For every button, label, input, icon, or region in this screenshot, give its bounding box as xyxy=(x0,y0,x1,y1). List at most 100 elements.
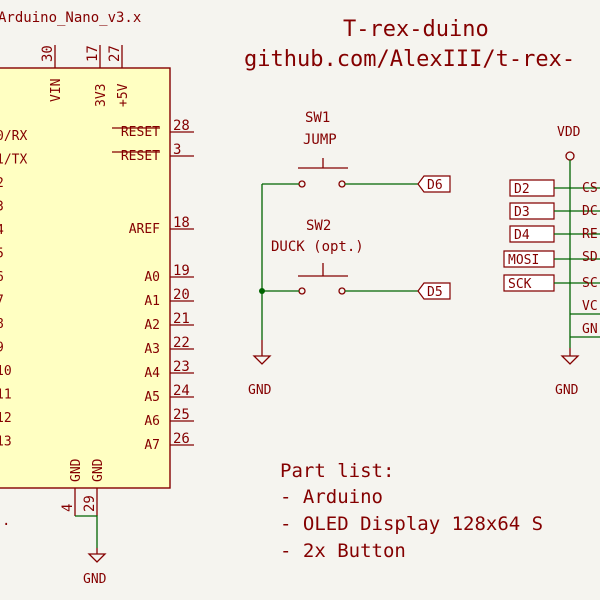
parts-heading: Part list: xyxy=(280,460,394,482)
right-pin-number: 23 xyxy=(173,359,190,375)
right-pin-name: RESET xyxy=(121,125,160,140)
right-pin-name: AREF xyxy=(129,222,160,237)
svg-text:SCK: SCK xyxy=(508,277,532,292)
display-gnd-symbol: GND xyxy=(555,340,580,398)
net-flag-d5: D5 xyxy=(417,282,451,300)
arduino-left-pins: 0/RX 1/TX 2 3 4 5 6 7 8 9 10 11 12 13 xyxy=(0,129,27,450)
arduino-body xyxy=(0,67,171,489)
left-pin-label: 5 xyxy=(0,247,4,262)
display-gnd-label: GND xyxy=(555,383,579,398)
display-vdd: VDD xyxy=(557,125,581,175)
title-line1: T-rex-duino xyxy=(343,17,489,42)
pin-num-gnd-b: 29 xyxy=(82,495,98,512)
right-pin-number: 26 xyxy=(173,431,190,447)
display-pin-name: VC xyxy=(582,299,598,314)
display-pin-name: CS xyxy=(582,181,598,196)
pin-num-vin: 30 xyxy=(40,45,56,62)
svg-text:D2: D2 xyxy=(514,182,530,197)
svg-text:D6: D6 xyxy=(427,178,443,193)
right-pin-name: RESET xyxy=(121,149,160,164)
pin-name-5v: +5V xyxy=(116,83,131,107)
left-pin-label: 8 xyxy=(0,317,4,332)
arduino-gnd-label: GND xyxy=(83,572,107,587)
arduino-bottom-pins: GND GND 4 29 xyxy=(60,458,106,516)
pin-name-gnd-b: GND xyxy=(91,458,106,482)
left-pin-label: 2 xyxy=(0,176,4,191)
switch-sw2: SW2 DUCK (opt.) xyxy=(271,218,364,295)
right-pin-number: 22 xyxy=(173,335,190,351)
right-pin-name: A7 xyxy=(144,438,160,453)
display-net-flag: D3 xyxy=(509,202,600,220)
right-pin-name: A2 xyxy=(144,318,160,333)
svg-text:MOSI: MOSI xyxy=(508,253,539,268)
display-net-flag: SCK xyxy=(503,274,600,292)
left-pin-label: 0/RX xyxy=(0,129,27,144)
parts-item-button: - 2x Button xyxy=(280,540,406,562)
right-pin-number: 28 xyxy=(173,118,190,134)
stray-mark: . xyxy=(2,513,10,529)
sw2-value: DUCK (opt.) xyxy=(271,239,364,255)
svg-text:D4: D4 xyxy=(514,228,530,243)
right-pin-name: A4 xyxy=(144,366,160,381)
right-pin-name: A6 xyxy=(144,414,160,429)
arduino-gnd-symbol: GND xyxy=(75,515,107,587)
pin-num-3v3: 17 xyxy=(85,45,101,62)
pin-num-5v: 27 xyxy=(107,45,123,62)
svg-text:D3: D3 xyxy=(514,205,530,220)
left-pin-label: 13 xyxy=(0,435,12,450)
left-pin-label: 4 xyxy=(0,223,4,238)
vdd-label: VDD xyxy=(557,125,581,140)
parts-list: Part list: - Arduino - OLED Display 128x… xyxy=(280,460,543,562)
left-pin-label: 10 xyxy=(0,364,12,379)
display-pin-name: GN xyxy=(582,322,598,337)
pin-name-gnd-a: GND xyxy=(69,458,84,482)
title-line2: github.com/AlexIII/t-rex- xyxy=(244,47,575,72)
display-pin-name: SC xyxy=(582,276,598,291)
switch-gnd-symbol: GND xyxy=(248,340,272,398)
left-pin-label: 1/TX xyxy=(0,153,27,168)
display-pin-name: RE xyxy=(582,227,598,242)
display-net-flag: MOSI xyxy=(503,250,600,268)
switch-sw1: SW1 JUMP xyxy=(298,110,348,188)
right-pin-number: 19 xyxy=(173,263,190,279)
sw1-ref: SW1 xyxy=(305,110,330,126)
left-pin-label: 3 xyxy=(0,200,4,215)
right-pin-name: A3 xyxy=(144,342,160,357)
pin-name-vin: VIN xyxy=(49,79,64,102)
right-pin-number: 18 xyxy=(173,215,190,231)
parts-item-display: - OLED Display 128x64 S xyxy=(280,513,543,535)
sw2-ref: SW2 xyxy=(306,218,331,234)
switch-gnd-label: GND xyxy=(248,383,272,398)
left-pin-label: 11 xyxy=(0,388,12,403)
right-pin-name: A0 xyxy=(144,270,160,285)
sw1-value: JUMP xyxy=(303,132,337,148)
right-pin-number: 21 xyxy=(173,311,190,327)
left-pin-label: 7 xyxy=(0,294,4,309)
arduino-top-pins: 30 17 27 VIN 3V3 +5V xyxy=(40,45,131,107)
left-pin-label: 9 xyxy=(0,341,4,356)
switch-wires xyxy=(259,183,418,340)
parts-item-arduino: - Arduino xyxy=(280,486,383,508)
right-pin-number: 3 xyxy=(173,142,181,158)
right-pin-number: 25 xyxy=(173,407,190,423)
pin-name-3v3: 3V3 xyxy=(94,84,109,107)
right-pin-name: A5 xyxy=(144,390,160,405)
right-pin-number: 24 xyxy=(173,383,190,399)
display-net-flag: D4 xyxy=(509,225,600,243)
arduino-ref: Arduino_Nano_v3.x xyxy=(0,10,141,26)
right-pin-number: 20 xyxy=(173,287,190,303)
svg-text:D5: D5 xyxy=(427,285,443,300)
display-pin-name: SD xyxy=(582,250,598,265)
net-flag-d6: D6 xyxy=(417,175,451,193)
display-net-flag: D2 xyxy=(509,179,600,197)
pin-num-gnd-a: 4 xyxy=(60,504,76,512)
display-pin-name: DC xyxy=(582,204,598,219)
left-pin-label: 12 xyxy=(0,411,12,426)
right-pin-name: A1 xyxy=(144,294,160,309)
display-pins: CS DC RE SD SC VC GN xyxy=(569,175,600,340)
left-pin-label: 6 xyxy=(0,270,4,285)
